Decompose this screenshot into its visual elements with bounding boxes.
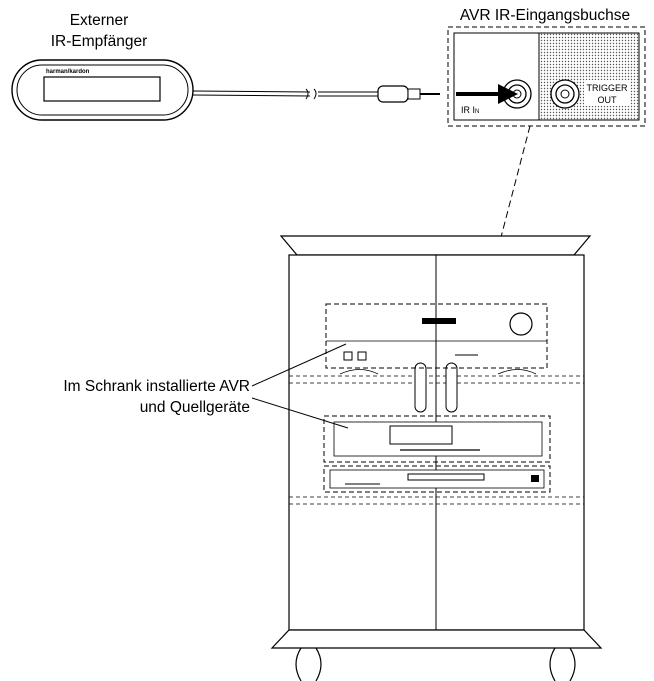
cabinet-label-line2: und Quellgeräte (140, 399, 250, 416)
receiver-window (43, 76, 161, 102)
right-door-handle (445, 362, 458, 413)
trigger-out-label-line1: TRIGGER (586, 83, 628, 93)
cabinet-label-line1: Im Schrank installierte AVR (63, 378, 250, 395)
avr-volume-knob (509, 312, 533, 336)
cabinet-leader-line-1 (251, 343, 347, 387)
cabinet (270, 235, 603, 681)
source-1-display (389, 425, 453, 445)
source-device-2 (323, 465, 551, 493)
ir-in-label: IR IN (461, 105, 479, 115)
left-door-handle (414, 362, 427, 413)
ir-receiver: harman/kardon (11, 59, 194, 121)
source-device-1 (323, 415, 551, 463)
trigger-out-label-line2: OUT (598, 95, 618, 105)
receiver-label-line1: Externer (70, 12, 129, 29)
ir-cable (192, 85, 440, 103)
brand-logo: harman/kardon (46, 69, 90, 75)
jack-title-label: AVR IR-Eingangsbuchse (460, 7, 630, 24)
source-2-tray (407, 473, 485, 481)
avr-unit (325, 303, 548, 375)
cabinet-leader-line-2 (251, 397, 349, 429)
avr-display (422, 318, 456, 324)
avr-jack-panel: IR IN TRIGGER OUT (447, 26, 646, 127)
jack-plug-body (377, 85, 409, 103)
receiver-label-line2: IR-Empfänger (51, 33, 147, 50)
